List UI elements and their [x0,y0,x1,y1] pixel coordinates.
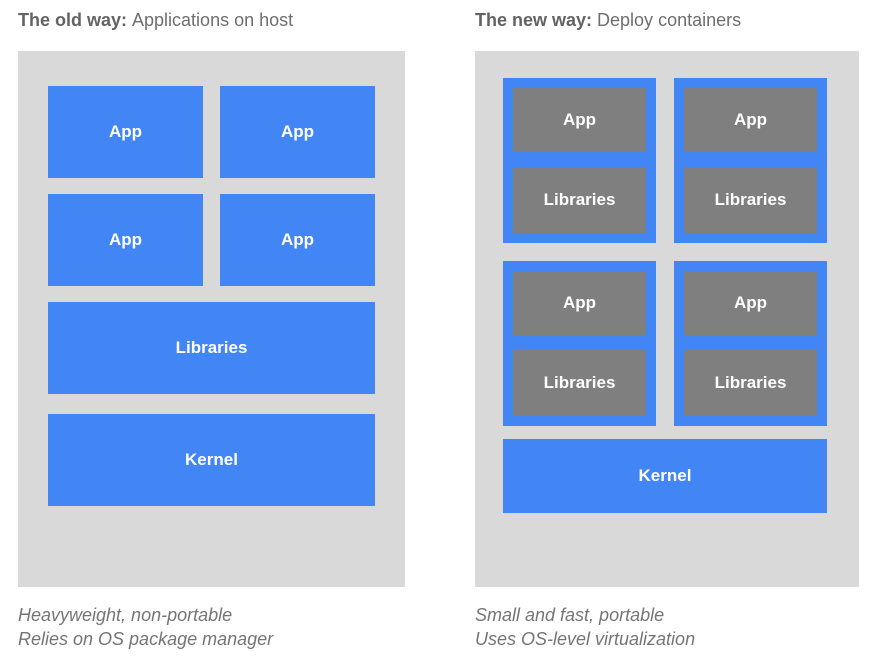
old-way-title-bold: The old way: [18,10,128,30]
old-way-libraries-box: Libraries [48,302,375,394]
old-way-app-box-3: App [48,194,203,286]
old-way-app-box-4: App [220,194,375,286]
container-box-2: App Libraries [674,78,827,243]
old-way-kernel-box: Kernel [48,414,375,506]
new-way-caption-line-1: Small and fast, portable [475,605,665,625]
new-way-title-rest: Deploy containers [597,10,742,30]
container-3-app-box: App [513,271,646,335]
container-box-3: App Libraries [503,261,656,426]
old-way-app-box-2: App [220,86,375,178]
new-way-caption: Small and fast, portable Uses OS-level v… [475,603,859,652]
new-way-title: The new way:Deploy containers [475,8,859,32]
old-way-app-row-2: App App [48,194,375,286]
container-4-libraries-box: Libraries [684,350,817,416]
container-2-app-box: App [684,88,817,152]
new-way-host-panel: App Libraries App Libraries App Librarie… [475,51,859,587]
container-1-app-box: App [513,88,646,152]
old-way-title-rest: Applications on host [132,10,294,30]
old-way-column: The old way:Applications on host App App… [18,8,405,652]
old-way-title: The old way:Applications on host [18,8,405,32]
old-way-host-panel: App App App App Libraries Kernel [18,51,405,587]
old-way-caption: Heavyweight, non-portable Relies on OS p… [18,603,405,652]
old-way-app-row-1: App App [48,86,375,178]
new-way-caption-line-2: Uses OS-level virtualization [475,629,696,650]
old-way-caption-line-1: Heavyweight, non-portable [18,605,233,625]
container-4-app-box: App [684,271,817,335]
old-way-app-box-1: App [48,86,203,178]
new-way-column: The new way:Deploy containers App Librar… [475,8,859,652]
old-way-caption-line-2: Relies on OS package manager [18,629,274,650]
container-2-libraries-box: Libraries [684,167,817,233]
container-box-1: App Libraries [503,78,656,243]
new-way-kernel-box: Kernel [503,439,827,513]
new-way-container-grid: App Libraries App Libraries App Librarie… [503,78,827,426]
container-1-libraries-box: Libraries [513,167,646,233]
container-3-libraries-box: Libraries [513,350,646,416]
new-way-title-bold: The new way: [475,10,593,30]
container-box-4: App Libraries [674,261,827,426]
